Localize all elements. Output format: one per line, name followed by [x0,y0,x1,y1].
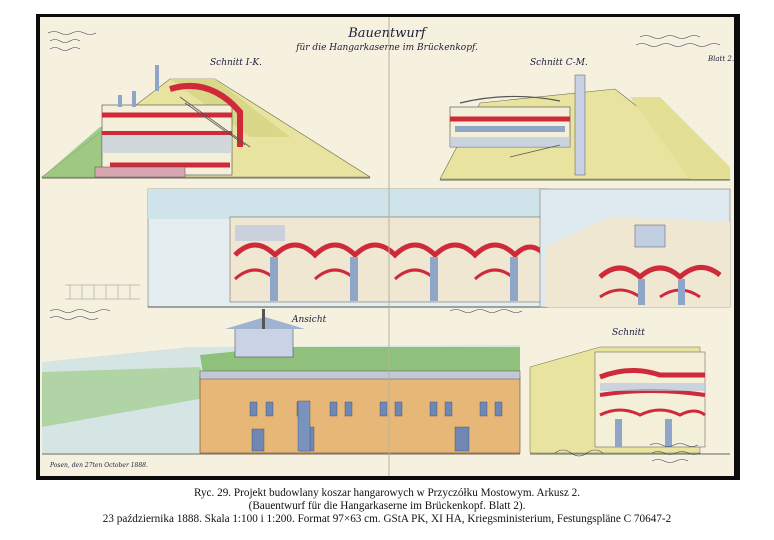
section-1-label: Schnitt I-K. [210,58,262,68]
section-right-middle [539,188,731,308]
middle-section-strip [65,188,549,308]
caption-line-2: (Bauentwurf für die Hangarkaserne im Brü… [248,500,526,513]
elevation-label: Ansicht [291,315,327,325]
sheet-title: Bauentwurf [347,26,428,41]
figure-caption: Ryc. 29. Projekt budowlany koszar hangar… [0,487,774,527]
sheet-number: Blatt 2. [707,55,734,63]
section-2-label: Schnitt C-M. [530,58,588,68]
elevation-view: Ansicht [42,309,521,455]
section-left-top: Schnitt I-K. [41,58,372,179]
place-date: Posen, den 27ten October 1888. [49,462,148,469]
sheet-subtitle: für die Hangarkaserne im Brückenkopf. [295,43,478,53]
section-3-label: Schnitt [612,328,645,338]
caption-line-1: Ryc. 29. Projekt budowlany koszar hangar… [193,487,581,499]
caption-line-3: 23 października 1888. Skala 1:100 i 1:20… [102,513,672,526]
plan-sheet: Schnitt I-K. Schnitt C-M. [40,17,734,476]
section-right-top: Schnitt C-M. [439,58,731,181]
architectural-drawing: Schnitt I-K. Schnitt C-M. [41,17,734,476]
drawing-frame: Schnitt I-K. Schnitt C-M. [36,14,740,480]
section-right-bottom: Schnitt [529,328,730,455]
handwritten-notes [47,31,721,463]
